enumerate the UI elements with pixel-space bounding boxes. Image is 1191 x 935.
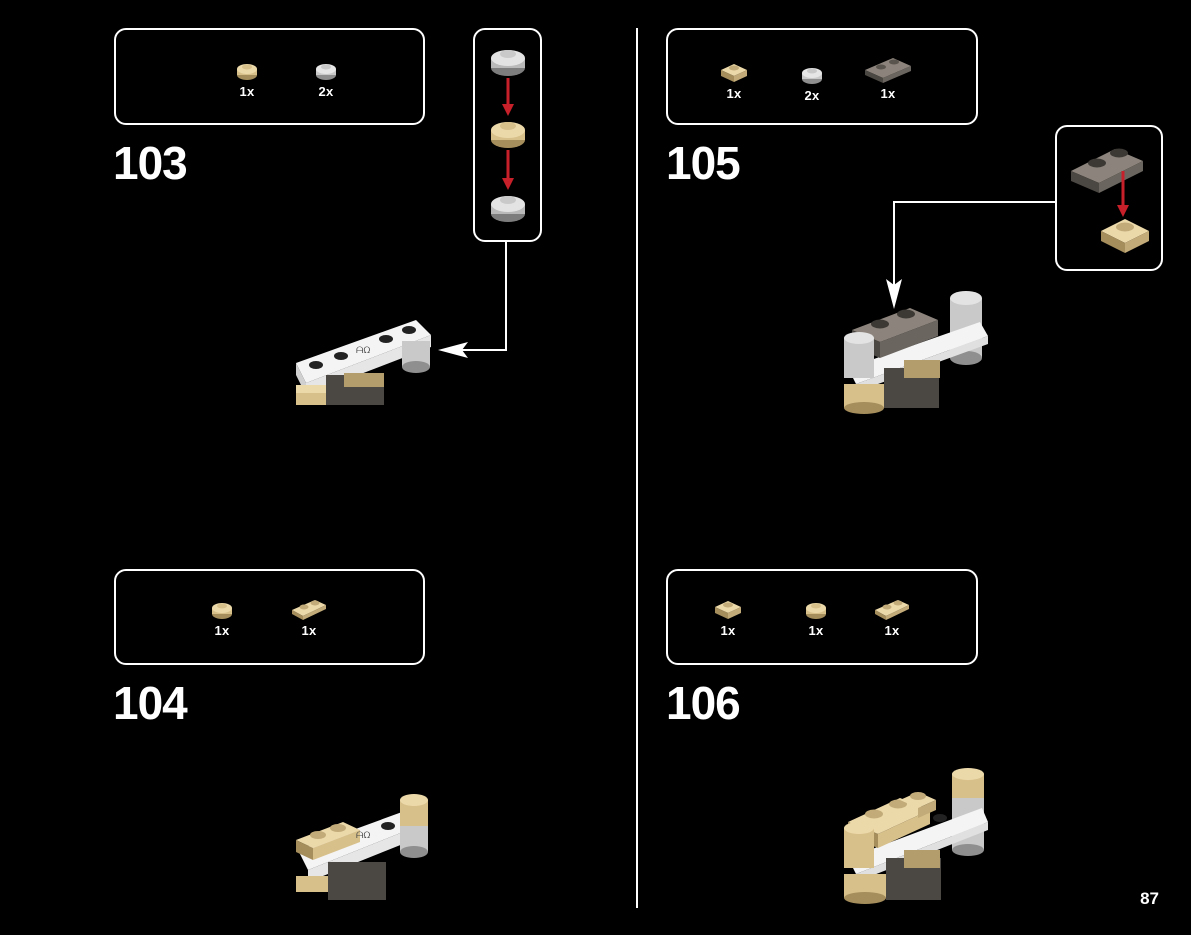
tan-1x2-round-plate-icon — [292, 600, 326, 620]
part-item: 1x — [858, 54, 918, 101]
model-step-105 — [844, 291, 988, 414]
tan-round-plate-icon — [237, 64, 257, 80]
part-quantity: 2x — [804, 88, 820, 103]
part-quantity: 2x — [318, 84, 334, 99]
model-step-104: ᗩᘯ — [296, 794, 428, 900]
gray-round-plate-icon — [491, 50, 525, 76]
subassembly-callout-103 — [473, 28, 542, 242]
tan-1x1-plate-icon — [721, 64, 747, 82]
attach-arrow-103 — [438, 240, 507, 358]
tan-1x1-plate-icon — [715, 601, 741, 619]
part-item: 1x — [217, 60, 277, 99]
step-number: 104 — [113, 677, 188, 729]
part-quantity: 1x — [880, 86, 896, 101]
gray-round-plate-icon — [316, 64, 336, 80]
part-item: 1x — [704, 60, 764, 101]
part-quantity: 1x — [884, 623, 900, 638]
parts-callout-105: 1x 2x 1x — [666, 28, 978, 125]
subassembly-stack-illustration — [491, 50, 525, 222]
part-item: 1x — [698, 597, 758, 638]
page-number: 87 — [1140, 889, 1159, 908]
parts-callout-104: 1x 1x — [114, 569, 425, 665]
part-item: 1x — [279, 595, 339, 638]
page-divider — [636, 28, 638, 908]
model-step-103: ᗩᘯ — [296, 320, 431, 405]
part-quantity: 1x — [301, 623, 317, 638]
attach-arrow-105 — [886, 201, 1055, 309]
step-number: 103 — [113, 137, 188, 189]
tan-round-plate-icon — [491, 122, 525, 148]
tan-1x1-plate-icon — [1101, 219, 1149, 253]
parts-callout-103: 1x 2x — [114, 28, 425, 125]
part-item: 1x — [192, 599, 252, 638]
dark-gray-1x2-plate-icon — [865, 58, 911, 83]
part-item: 2x — [296, 60, 356, 99]
part-item: 2x — [782, 64, 842, 103]
part-item: 1x — [862, 595, 922, 638]
svg-text:ᗩᘯ: ᗩᘯ — [356, 830, 370, 840]
part-quantity: 1x — [808, 623, 824, 638]
part-item: 1x — [786, 599, 846, 638]
part-quantity: 1x — [720, 623, 736, 638]
svg-text:ᗩᘯ: ᗩᘯ — [356, 345, 370, 355]
subassembly-callout-105 — [1055, 125, 1163, 271]
gray-round-plate-icon — [802, 68, 822, 84]
dark-gray-1x2-plate-icon — [1071, 148, 1143, 193]
tan-1x2-round-plate-icon — [875, 600, 909, 620]
step-number: 106 — [666, 677, 741, 729]
subassembly-illustration — [1071, 148, 1149, 253]
model-step-106 — [844, 768, 988, 904]
parts-callout-106: 1x 1x 1x — [666, 569, 978, 665]
step-number: 105 — [666, 137, 741, 189]
part-quantity: 1x — [726, 86, 742, 101]
gray-round-plate-icon — [491, 196, 525, 222]
tan-round-plate-icon — [212, 603, 232, 619]
part-quantity: 1x — [214, 623, 230, 638]
part-quantity: 1x — [239, 84, 255, 99]
tan-round-plate-icon — [806, 603, 826, 619]
